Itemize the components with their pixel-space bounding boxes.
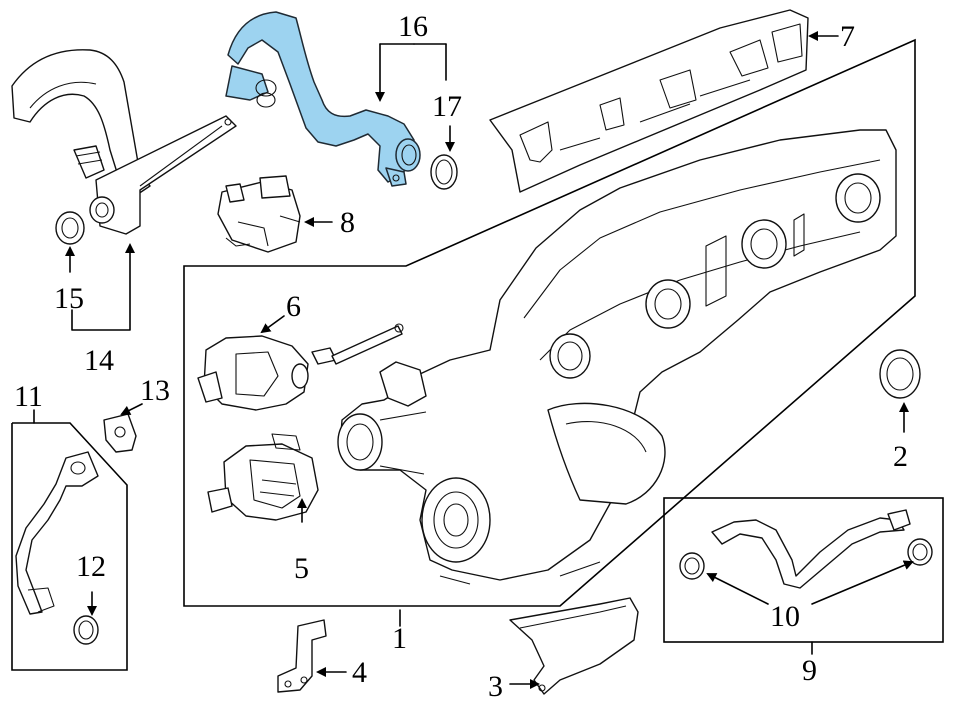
callout-11: 11 <box>14 380 43 413</box>
part-9-frame <box>663 497 944 643</box>
callout-10: 10 <box>770 600 800 633</box>
callout-7: 7 <box>840 20 855 53</box>
gasket-part-12 <box>73 615 99 645</box>
callout-17: 17 <box>432 90 462 123</box>
coolant-pipe-part-14 <box>11 49 237 235</box>
wastegate-actuator-part-6 <box>197 323 404 411</box>
feed-pipe-part-10 <box>679 509 933 589</box>
callout-4: 4 <box>352 656 367 689</box>
callout-16: 16 <box>398 10 428 43</box>
turbocharger-part-1 <box>337 129 897 585</box>
heat-shield-part-7 <box>489 9 809 193</box>
gasket-part-13 <box>103 413 137 453</box>
callout-3: 3 <box>488 670 503 703</box>
bypass-actuator-part-5 <box>207 433 319 521</box>
callout-5: 5 <box>294 552 309 585</box>
gasket-part-17 <box>430 154 458 190</box>
gasket-part-2 <box>879 349 921 399</box>
callout-2: 2 <box>893 440 908 473</box>
return-pipe-part-11 <box>15 451 99 615</box>
callout-9: 9 <box>802 654 817 687</box>
bracket-part-4 <box>277 619 327 693</box>
callout-15: 15 <box>54 282 84 315</box>
gasket-part-15 <box>55 211 85 245</box>
callout-12: 12 <box>76 550 106 583</box>
oil-feed-pipe-part-16 <box>225 11 421 187</box>
callout-1: 1 <box>392 622 407 655</box>
callout-14: 14 <box>84 344 114 377</box>
turbo-assembly-frame <box>183 38 916 607</box>
callout-6: 6 <box>286 290 301 323</box>
bracket-part-3 <box>509 597 639 695</box>
callout-13: 13 <box>140 374 170 407</box>
callout-8: 8 <box>340 206 355 239</box>
solenoid-valve-part-8 <box>217 175 301 253</box>
part-11-frame <box>11 422 128 671</box>
leader-lines <box>33 31 914 689</box>
callout-labels: 1 2 3 4 5 6 7 8 9 10 11 12 13 14 15 16 1… <box>14 10 908 703</box>
